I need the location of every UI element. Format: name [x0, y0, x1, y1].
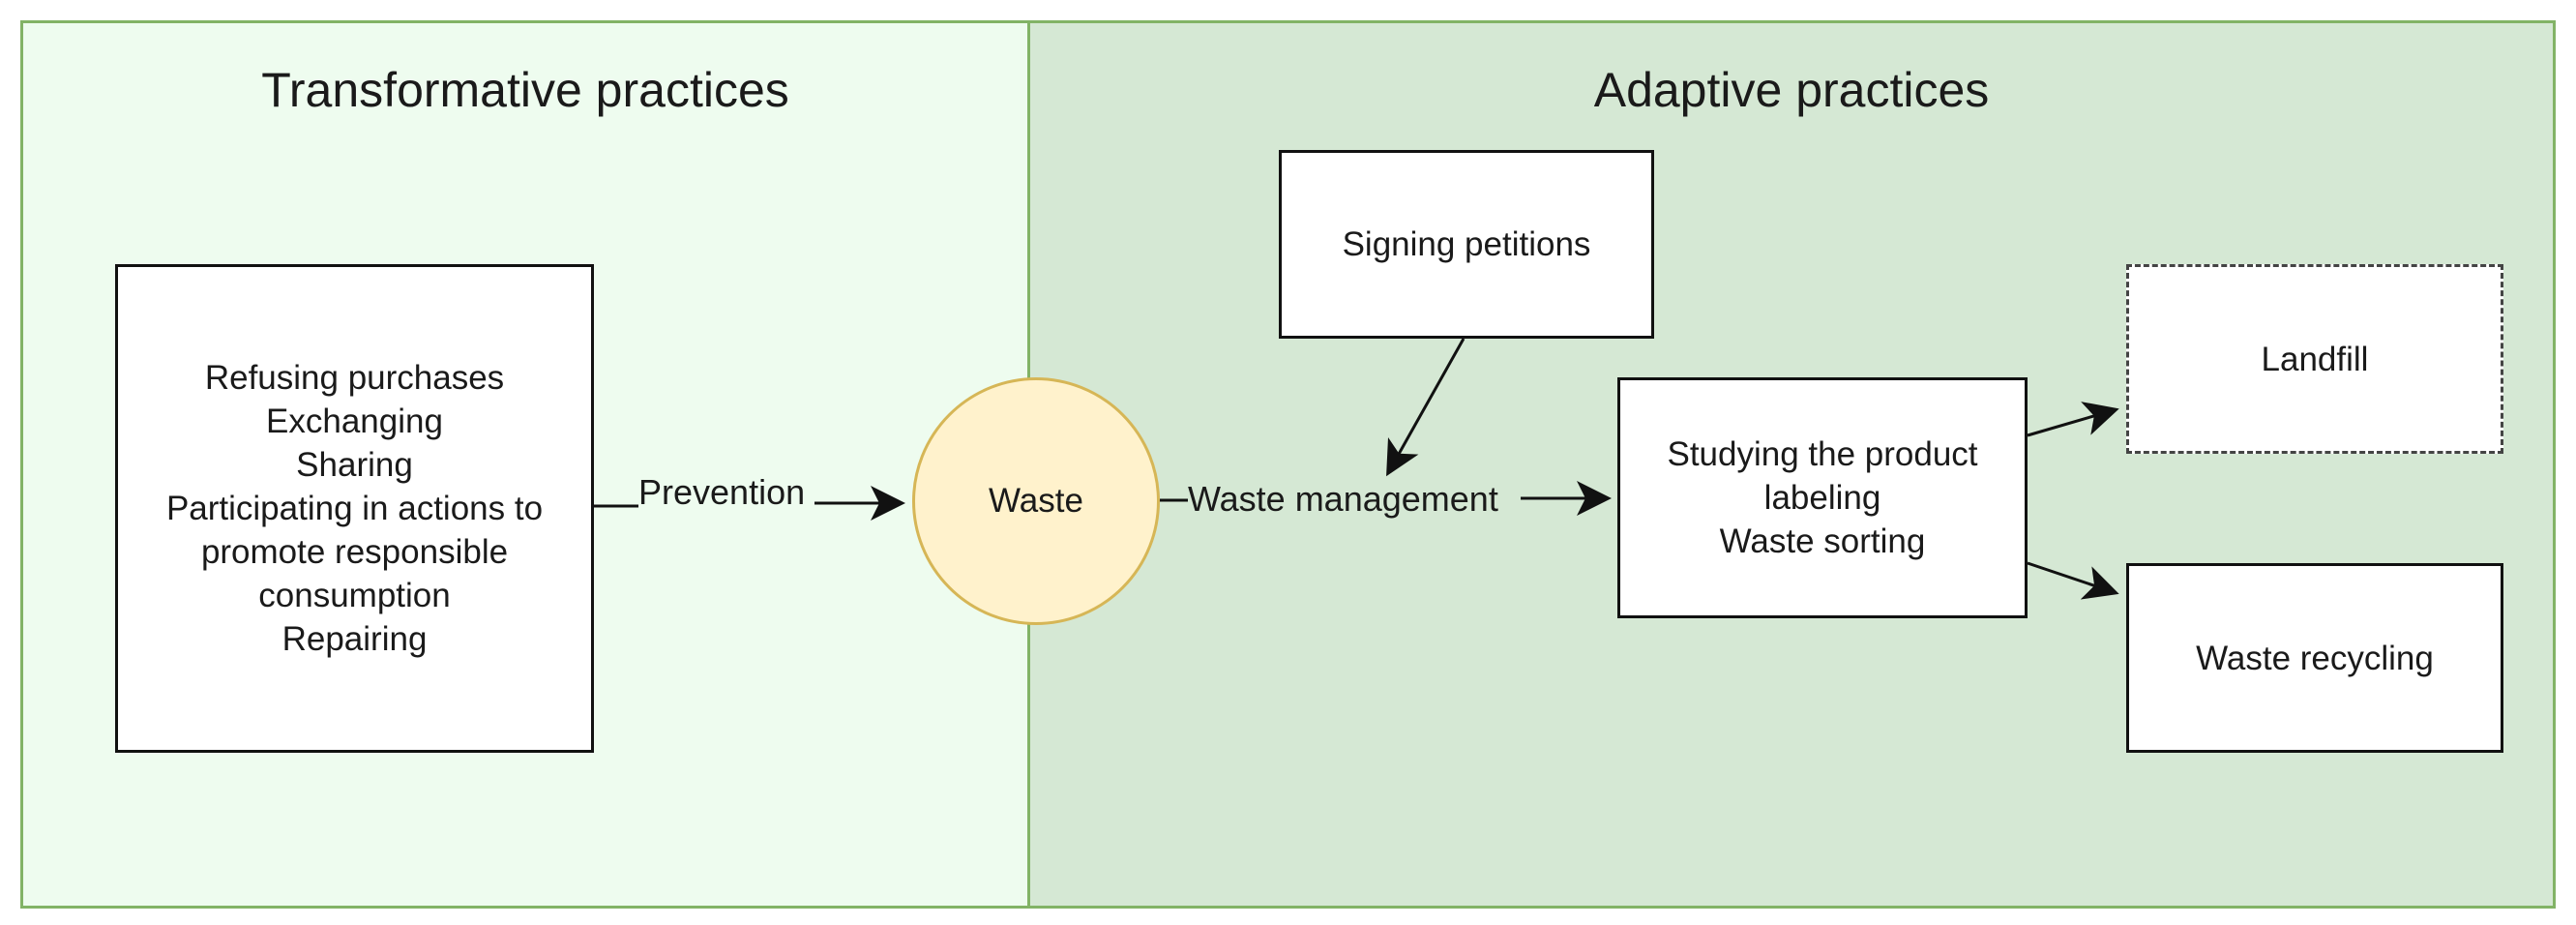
waste-node: Waste — [912, 377, 1160, 625]
list-item: Participating in actions to — [165, 490, 544, 527]
list-item: promote responsible — [200, 533, 509, 571]
signing-petitions-box: Signing petitions — [1279, 150, 1654, 339]
list-item: Exchanging — [266, 403, 443, 440]
edge-to-recycling-arrow — [2027, 561, 2119, 600]
signing-petitions-label: Signing petitions — [1342, 225, 1591, 263]
edge-to-landfill-arrow — [2027, 402, 2119, 437]
waste-recycling-label: Waste recycling — [2196, 639, 2434, 677]
list-item: labeling — [1763, 479, 1881, 517]
list-item: Sharing — [296, 446, 413, 484]
studying-sorting-box: Studying the product labeling Waste sort… — [1617, 377, 2028, 618]
edge-petitions-arrow — [1386, 338, 1466, 477]
list-item: Waste sorting — [1719, 522, 1926, 560]
landfill-label: Landfill — [2261, 340, 2369, 378]
waste-recycling-box: Waste recycling — [2126, 563, 2503, 753]
transformative-practices-title: Transformative practices — [261, 63, 789, 117]
prevention-edge-label: Prevention — [638, 472, 806, 512]
list-item: Refusing purchases — [204, 359, 505, 397]
transformative-practices-box: Refusing purchases Exchanging Sharing Pa… — [115, 264, 594, 753]
list-item: consumption — [258, 577, 451, 614]
list-item: Studying the product — [1667, 435, 1978, 473]
waste-node-label: Waste — [989, 482, 1083, 520]
adaptive-practices-title: Adaptive practices — [1593, 63, 1990, 117]
waste-management-edge-label: Waste management — [1188, 479, 1498, 519]
landfill-box: Landfill — [2126, 264, 2503, 454]
list-item: Repairing — [281, 620, 428, 658]
